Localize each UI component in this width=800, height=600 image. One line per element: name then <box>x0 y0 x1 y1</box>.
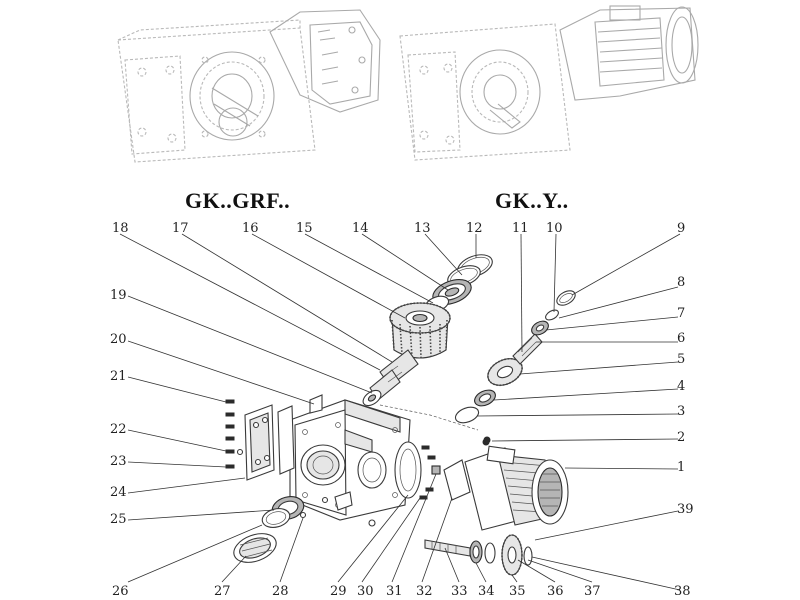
plug-screw-c <box>368 519 376 527</box>
callout-29: 29 <box>330 584 347 599</box>
callout-33: 33 <box>451 584 468 599</box>
pinion-shaft <box>512 320 549 365</box>
callout-19: 19 <box>110 288 127 303</box>
callout-8: 8 <box>677 275 685 290</box>
callout-9: 9 <box>677 221 685 236</box>
bearing-retaining-ring <box>454 406 480 424</box>
plug-screw-a <box>299 511 307 519</box>
callout-4: 4 <box>677 379 685 394</box>
callout-36: 36 <box>547 584 564 599</box>
callout-23: 23 <box>110 454 127 469</box>
callout-28: 28 <box>272 584 289 599</box>
output-gear-wheel <box>389 302 451 359</box>
output-bearing-lower <box>261 496 305 528</box>
callout-38: 38 <box>674 584 691 599</box>
gearbox-hollow-shaft-ghost-view <box>117 9 381 163</box>
gearbox-motor-ghost-view <box>399 5 699 161</box>
title-gk-grf: GK..GRF.. <box>185 188 290 213</box>
callout-27: 27 <box>214 584 231 599</box>
circlip-ring <box>556 290 576 306</box>
callout-5: 5 <box>677 352 685 367</box>
callout-16: 16 <box>242 221 259 236</box>
shaft-key <box>431 465 441 475</box>
callout-32: 32 <box>416 584 433 599</box>
callout-2: 2 <box>677 430 685 445</box>
input-shaft-assembly <box>424 534 533 576</box>
leader-lines <box>119 233 681 591</box>
terminal-plug <box>483 436 491 444</box>
callout-3: 3 <box>677 404 685 419</box>
callout-37: 37 <box>584 584 601 599</box>
motor-flange-plate <box>443 459 471 501</box>
adapter-flange <box>394 441 436 500</box>
callout-39: 39 <box>677 502 694 517</box>
cover-plate-assembly <box>225 399 295 481</box>
callout-30: 30 <box>357 584 374 599</box>
gearbox-housing <box>289 394 479 521</box>
input-bearing <box>474 389 496 407</box>
callout-20: 20 <box>110 332 127 347</box>
shim-ring <box>545 309 559 321</box>
callout-15: 15 <box>296 221 313 236</box>
callout-numbers: 18 17 16 15 14 13 12 11 10 9 8 7 6 5 4 3… <box>110 221 694 599</box>
callout-10: 10 <box>546 221 563 236</box>
callout-17: 17 <box>172 221 189 236</box>
callout-35: 35 <box>509 584 526 599</box>
callout-1: 1 <box>677 460 685 475</box>
callout-21: 21 <box>110 369 127 384</box>
callout-6: 6 <box>677 331 685 346</box>
callout-26: 26 <box>112 584 129 599</box>
callout-34: 34 <box>478 584 495 599</box>
callout-13: 13 <box>414 221 431 236</box>
callout-18: 18 <box>112 221 129 236</box>
electric-motor <box>464 438 569 531</box>
callout-14: 14 <box>352 221 369 236</box>
callout-22: 22 <box>110 422 127 437</box>
callout-25: 25 <box>110 512 127 527</box>
plug-screw-b <box>321 496 329 504</box>
callout-12: 12 <box>466 221 483 236</box>
title-gk-y: GK..Y.. <box>495 188 569 213</box>
end-cap <box>233 533 277 563</box>
callout-31: 31 <box>386 584 403 599</box>
callout-11: 11 <box>512 221 529 236</box>
output-shaft <box>362 349 419 407</box>
callout-7: 7 <box>677 306 685 321</box>
cover-screws <box>225 399 235 469</box>
intermediate-gear <box>487 357 523 387</box>
callout-24: 24 <box>110 485 127 500</box>
